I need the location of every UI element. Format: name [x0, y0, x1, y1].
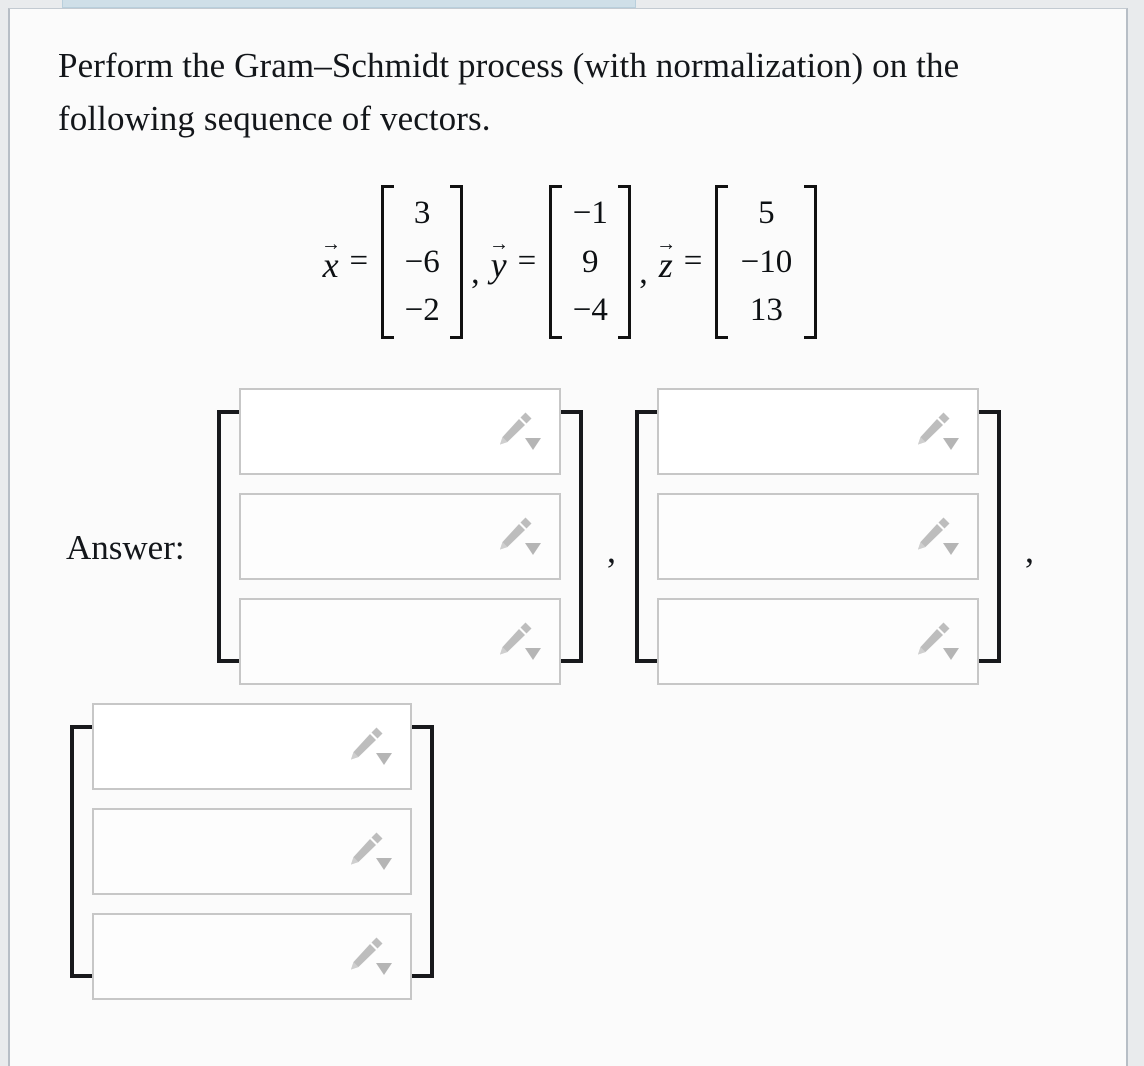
- answer-input-3-3[interactable]: [92, 913, 412, 1000]
- vector-z-entry-2: 13: [749, 292, 783, 328]
- vector-y-entry-1: 9: [582, 243, 599, 280]
- vector-x-name: x: [322, 244, 339, 285]
- vector-z-name: z: [658, 244, 673, 285]
- vector-arrow-icon: →: [320, 232, 341, 255]
- vector-y-entry-0: −1: [572, 195, 608, 231]
- pencil-dropdown-icon[interactable]: [346, 830, 396, 874]
- vector-arrow-icon: →: [489, 232, 510, 255]
- pencil-dropdown-icon[interactable]: [495, 410, 545, 454]
- answer-input-1-1[interactable]: [239, 388, 561, 475]
- answer-input-2-2[interactable]: [657, 493, 979, 580]
- question-card: Perform the Gram–Schmidt process (with n…: [8, 8, 1128, 1066]
- vector-x-entry-0: 3: [413, 195, 431, 231]
- given-separator-2: ,: [639, 253, 648, 291]
- vector-y-label: → y: [489, 234, 509, 286]
- pencil-dropdown-icon[interactable]: [346, 725, 396, 769]
- answer-separator-1: ,: [607, 530, 616, 570]
- bracket-left: [549, 185, 563, 339]
- given-vectors-row: → x = 3 −6 −2 , →: [10, 185, 1130, 339]
- answer-input-1-3[interactable]: [239, 598, 561, 685]
- answer-input-1-2[interactable]: [239, 493, 561, 580]
- bracket-left: [635, 410, 657, 663]
- question-prompt: Perform the Gram–Schmidt process (with n…: [58, 46, 960, 139]
- bracket-left: [70, 725, 92, 978]
- answer-matrix-3: [70, 703, 434, 1000]
- bracket-right: [561, 410, 583, 663]
- given-vector-y: → y = −1 9 −4: [489, 185, 632, 339]
- vector-arrow-icon: →: [656, 232, 677, 255]
- pencil-dropdown-icon[interactable]: [346, 935, 396, 979]
- answer-matrix-1: [217, 388, 583, 685]
- pencil-dropdown-icon[interactable]: [913, 515, 963, 559]
- bracket-right: [412, 725, 434, 978]
- answer-matrix-2: [635, 388, 1001, 685]
- pencil-dropdown-icon[interactable]: [913, 410, 963, 454]
- vector-x-entry-1: −6: [404, 243, 440, 280]
- answer-input-3-1[interactable]: [92, 703, 412, 790]
- answer-label: Answer:: [66, 528, 185, 567]
- bracket-right: [618, 185, 632, 339]
- vector-z-label: → z: [656, 234, 676, 286]
- bracket-right: [804, 185, 818, 339]
- pencil-dropdown-icon[interactable]: [495, 515, 545, 559]
- vector-y-name: y: [490, 244, 507, 285]
- bracket-left: [217, 410, 239, 663]
- equals-sign-y: =: [517, 243, 537, 280]
- bracket-left: [715, 185, 729, 339]
- vector-z-entry-1: −10: [740, 243, 793, 280]
- bracket-left: [381, 185, 395, 339]
- vector-z-entry-0: 5: [758, 195, 775, 231]
- given-separator-1: ,: [471, 253, 480, 291]
- given-vector-x: → x = 3 −6 −2: [321, 185, 464, 339]
- vector-y-entry-2: −4: [572, 292, 608, 328]
- pencil-dropdown-icon[interactable]: [913, 620, 963, 664]
- vector-x-entry-2: −2: [404, 292, 440, 328]
- answer-separator-2: ,: [1025, 530, 1034, 570]
- vector-x-label: → x: [321, 234, 341, 286]
- vector-x-matrix: 3 −6 −2: [381, 185, 464, 339]
- answer-input-3-2[interactable]: [92, 808, 412, 895]
- vector-y-matrix: −1 9 −4: [549, 185, 632, 339]
- given-vector-z: → z = 5 −10 13: [656, 185, 818, 339]
- top-tab-strip[interactable]: [62, 0, 636, 8]
- answer-input-2-3[interactable]: [657, 598, 979, 685]
- answer-input-2-1[interactable]: [657, 388, 979, 475]
- pencil-dropdown-icon[interactable]: [495, 620, 545, 664]
- bracket-right: [450, 185, 464, 339]
- vector-z-matrix: 5 −10 13: [715, 185, 818, 339]
- equals-sign-z: =: [683, 243, 703, 280]
- bracket-right: [979, 410, 1001, 663]
- equals-sign-x: =: [349, 243, 369, 280]
